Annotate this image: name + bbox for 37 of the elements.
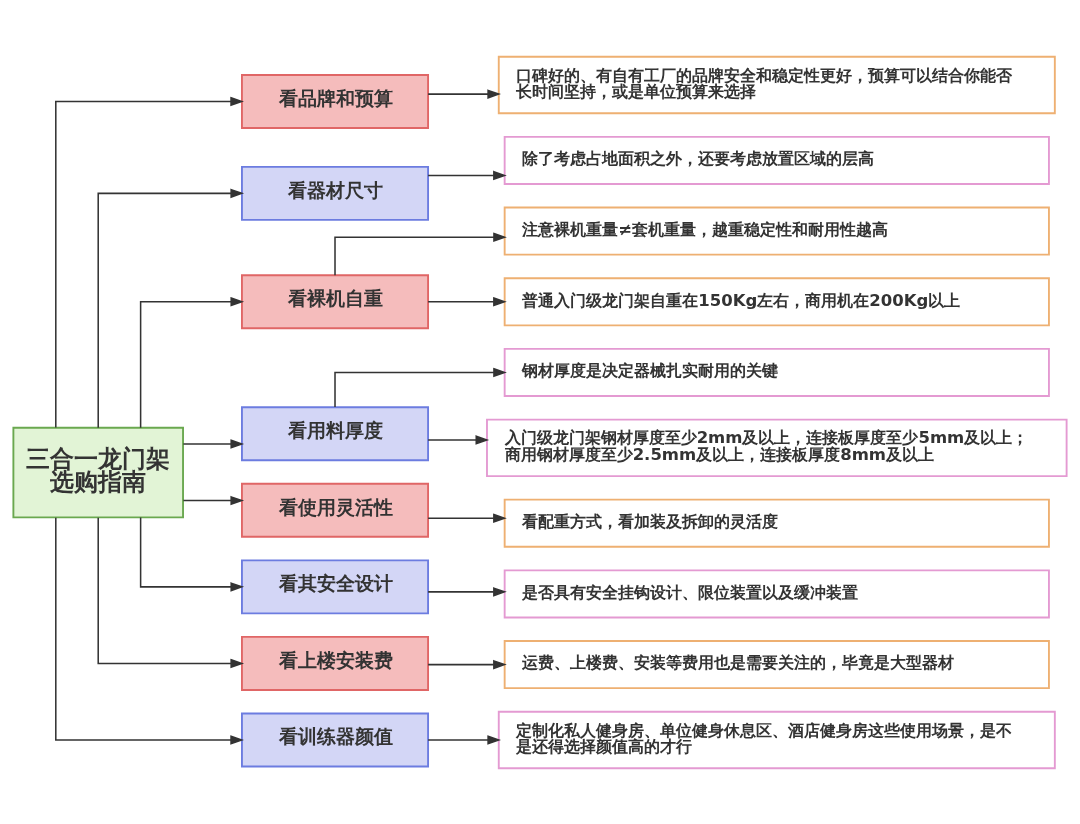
node-box: 注意裸机重量≠套机重量，越重稳定性和耐用性越高 (503, 206, 1050, 256)
node-box: 看裸机自重 (241, 273, 429, 329)
arrow (55, 96, 244, 428)
node-box: 看用料厚度 (241, 405, 429, 461)
arrow (427, 659, 507, 669)
node-box: 看其安全设计 (241, 558, 429, 614)
node-box: 三合一龙门架选购指南 (12, 426, 184, 518)
arrow (182, 438, 245, 449)
node-box: 普通入门级龙门架自重在150Kg左右，商用机在200Kg以上 (503, 276, 1050, 326)
node-box: 口碑好的、有自有工厂的品牌安全和稳定性更好，预算可以结合你能否长时间坚持，或是单位预算来选择 (497, 55, 1056, 114)
arrow (427, 434, 490, 445)
node-box: 运费、上楼费、安装等费用也是需要关注的，毕竟是大型器材 (503, 639, 1050, 689)
arrow (97, 188, 245, 428)
arrow (139, 516, 245, 592)
arrow (97, 516, 245, 668)
node-box: 是否具有安全挂钩设计、限位装置以及缓冲装置 (503, 568, 1050, 618)
arrow (427, 88, 501, 99)
arrow (427, 296, 507, 307)
node-box: 看器材尺寸 (241, 165, 429, 221)
node-box: 看配重方式，看加装及拆卸的灵活度 (503, 498, 1050, 548)
node-box: 看训练器颜值 (241, 712, 429, 767)
node-box: 除了考虑占地面积之外，还要考虑放置区域的层高 (503, 135, 1050, 185)
arrow (427, 512, 507, 523)
arrow (427, 586, 507, 597)
node-box: 看使用灵活性 (241, 482, 429, 538)
node-box: 定制化私人健身房、单位健身休息区、酒店健身房这些使用场景，是不是还得选择颜值高的才行 (497, 710, 1056, 769)
arrow (182, 495, 245, 505)
node-box: 钢材厚度是决定器械扎实耐用的关键 (503, 347, 1050, 397)
node-box: 看品牌和预算 (241, 73, 429, 129)
node-box: 入门级龙门架钢材厚度至少2mm及以上，连接板厚度至少5mm及以上；商用钢材厚度至少2.5mm及以上，连接板厚度8mm及以上 (486, 418, 1068, 477)
arrow (427, 734, 501, 745)
arrow (334, 367, 507, 408)
arrow (55, 516, 244, 745)
arrow (139, 296, 245, 428)
node-box: 看上楼安装费 (241, 635, 429, 691)
arrow (427, 170, 507, 180)
arrow (334, 231, 507, 276)
